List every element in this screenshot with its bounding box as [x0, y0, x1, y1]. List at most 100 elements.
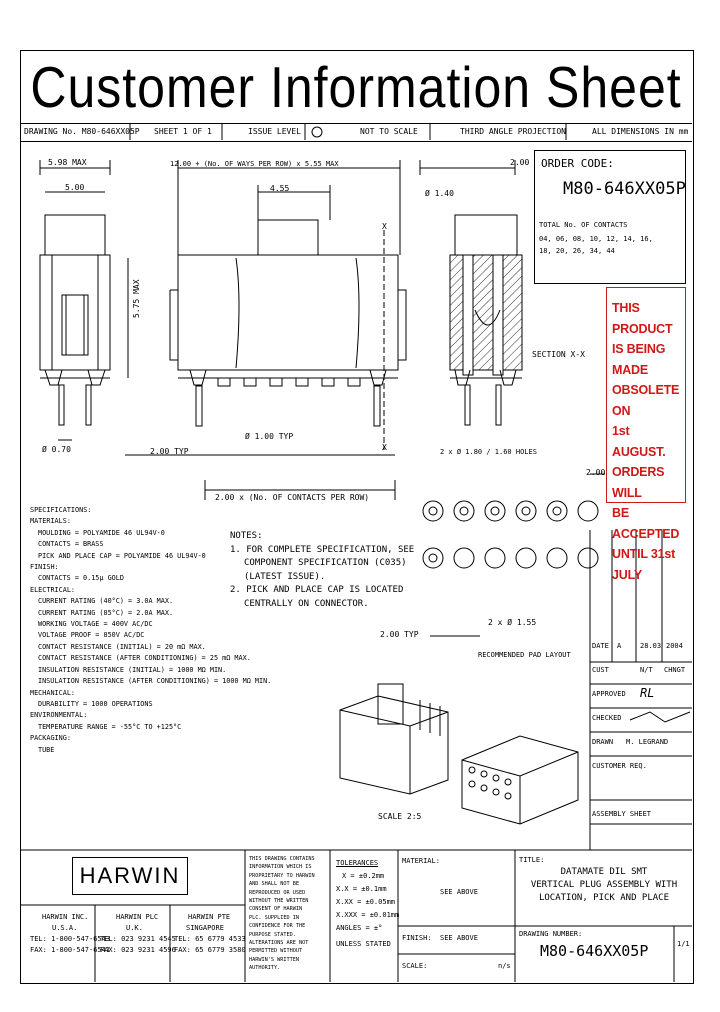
spec-line: CURRENT RATING (85°C) = 2.0A MAX.: [38, 608, 174, 617]
order-heading: ORDER CODE:: [541, 157, 614, 170]
sheet-title: Customer Information Sheet: [30, 55, 682, 120]
spec-line: WORKING VOLTAGE = 400V AC/DC: [38, 620, 153, 629]
tolerances-label: TOLERANCES: [336, 859, 379, 867]
section-mark-x-top: X: [382, 222, 387, 231]
note-line: CENTRALLY ON CONNECTOR.: [244, 598, 369, 609]
notice-line: THIS PRODUCT: [612, 301, 673, 336]
units-label: ALL DIMENSIONS IN mm: [592, 127, 689, 136]
office-name: HARWIN PTE: [188, 913, 231, 921]
strip-dividers: [129, 124, 567, 140]
isometric-views: [339, 683, 579, 825]
notice-line: UNTIL 31st: [612, 547, 676, 561]
office-usa: HARWIN INC. U.S.A. TEL: 1-800-547-6543 F…: [30, 912, 110, 956]
office-name: HARWIN PLC: [116, 913, 159, 921]
drawn-label: DRAWN: [592, 738, 614, 746]
spec-heading: SPECIFICATIONS:: [30, 506, 92, 514]
drawing-number: M80-646XX05P: [540, 942, 649, 960]
note-line: (LATEST ISSUE).: [244, 571, 326, 582]
customer-req-label: CUSTOMER REQ.: [592, 762, 647, 770]
tolerance-line: X.XX = ±0.05mm: [336, 898, 396, 906]
office-tel: TEL: 1-800-547-6543: [30, 935, 111, 943]
copyright-line: INFORMATION WHICH IS: [249, 864, 312, 871]
section-mark-x-bottom: X: [382, 443, 387, 452]
office-singapore: HARWIN PTE SINGAPORE TEL: 65 6779 4533 F…: [174, 912, 246, 956]
notes: NOTES: 1. FOR COMPLETE SPECIFICATION, SE…: [230, 530, 414, 611]
scale-field-label: SCALE:: [402, 962, 428, 970]
spec-line: FINISH:: [30, 563, 59, 572]
title-line: LOCATION, PICK AND PLACE: [538, 893, 670, 903]
rev-date-a: A: [617, 642, 622, 650]
office-name: HARWIN INC.: [42, 913, 89, 921]
copyright-line: PERMITTED WITHOUT: [249, 948, 303, 955]
spec-line: INSULATION RESISTANCE (AFTER CONDITIONIN…: [38, 677, 272, 686]
tolerance-angles: ANGLES = ±°: [336, 924, 383, 932]
office-region: SINGAPORE: [186, 924, 224, 932]
title-line: DATAMATE DIL SMT: [560, 867, 648, 877]
tolerances-block: TOLERANCES X = ±0.2mm X.X = ±0.1mm X.XX …: [336, 857, 399, 951]
side-view: [125, 160, 407, 500]
rev-chngt-label: CHNGT: [664, 666, 686, 674]
material-value: SEE ABOVE: [440, 888, 478, 896]
section-view: [419, 160, 523, 426]
office-fax: FAX: 65 6779 3580: [174, 946, 246, 954]
copyright-line: CONSENT OF HARWIN: [249, 906, 303, 913]
drawing-frame: [20, 50, 694, 984]
spec-line: ELECTRICAL:: [30, 585, 76, 594]
order-code-box: ORDER CODE: M80-646XX05P TOTAL No. OF CO…: [534, 150, 686, 284]
notice-line: 1st AUGUST.: [612, 424, 666, 459]
rev-date-label: DATE: [592, 642, 609, 650]
title-line: VERTICAL PLUG ASSEMBLY WITH: [530, 880, 678, 890]
tolerance-line: X.X = ±0.1mm: [336, 885, 387, 893]
notice-line: JULY: [612, 567, 643, 582]
spec-line: INSULATION RESISTANCE (INITIAL) = 1000 M…: [38, 665, 227, 674]
spec-line: MATERIALS:: [30, 517, 71, 526]
dim-length-formula: 12.00 + (No. OF WAYS PER ROW) x 5.55 MAX: [170, 160, 339, 168]
spec-line: CONTACTS = BRASS: [38, 540, 104, 549]
tolerance-unless: UNLESS STATED: [336, 940, 391, 948]
copyright-line: PROPRIETARY TO HARWIN: [249, 872, 315, 879]
copyright-line: PURPOSE STATED.: [249, 931, 296, 938]
notice-line: IS BEING MADE: [612, 342, 666, 377]
pad-dia-label: 2 x Ø 1.55: [488, 618, 537, 627]
end-view-left: [39, 160, 111, 441]
spec-line: MOULDING = POLYAMIDE 46 UL94V-0: [38, 528, 165, 537]
notes-heading: NOTES:: [230, 531, 263, 541]
order-code: M80-646XX05P: [563, 179, 686, 199]
dim-top-right: 2.00: [510, 158, 530, 167]
spec-line: PICK AND PLACE CAP = POLYAMIDE 46 UL94V-…: [38, 551, 206, 560]
pad-layout-title: RECOMMENDED PAD LAYOUT: [478, 651, 571, 659]
dim-pin-dia: Ø 0.70: [42, 445, 71, 454]
office-fax: FAX: 1-800-547-6541: [30, 946, 111, 954]
sheet-label: SHEET 1 OF 1: [154, 127, 212, 136]
order-contacts-label: TOTAL No. OF CONTACTS: [539, 221, 628, 229]
copyright-line: PLC. SUPPLIED IN: [249, 914, 299, 921]
tolerance-line: X = ±0.2mm: [342, 872, 385, 880]
copyright-notice: THIS DRAWING CONTAINS INFORMATION WHICH …: [249, 855, 315, 973]
spec-line: PACKAGING:: [30, 734, 71, 743]
assembly-label: ASSEMBLY SHEET: [592, 810, 652, 818]
dim-pitch-small: 5.00: [65, 183, 85, 192]
pad-pitch-label: 2.00 TYP: [380, 630, 419, 639]
copyright-line: REPRODUCED OR USED: [249, 889, 306, 896]
notice-line: ORDERS WILL: [612, 465, 665, 500]
rev-date-c: 2004: [666, 642, 683, 650]
obsolete-notice: THIS PRODUCT IS BEING MADE OBSOLETE ON 1…: [606, 287, 686, 582]
rev-cust-value: N/T: [640, 666, 653, 674]
office-tel: TEL: 65 6779 4533: [174, 935, 246, 943]
harwin-logo: HARWIN: [72, 857, 188, 895]
drawing-no-label: DRAWING No. M80-646XX05P: [24, 127, 140, 136]
issue-label: ISSUE LEVEL: [248, 127, 301, 136]
spec-line: TUBE: [38, 745, 55, 754]
title-label: TITLE:: [519, 856, 545, 864]
dim-offset: 4.55: [270, 184, 290, 193]
scale-note: SCALE 2:5: [378, 812, 422, 821]
section-label: SECTION X-X: [532, 350, 585, 359]
finish-label: FINISH:: [402, 934, 432, 942]
order-contacts-line2: 18, 20, 26, 34, 44: [539, 247, 615, 255]
projection-label: THIRD ANGLE PROJECTION: [460, 127, 566, 136]
rev-cust-label: CUST: [592, 666, 609, 674]
dim-contact-dia: Ø 1.00 TYP: [245, 432, 294, 441]
notice-line: OBSOLETE ON: [612, 383, 680, 418]
spec-line: CURRENT RATING (40°C) = 3.0A MAX.: [38, 597, 174, 606]
